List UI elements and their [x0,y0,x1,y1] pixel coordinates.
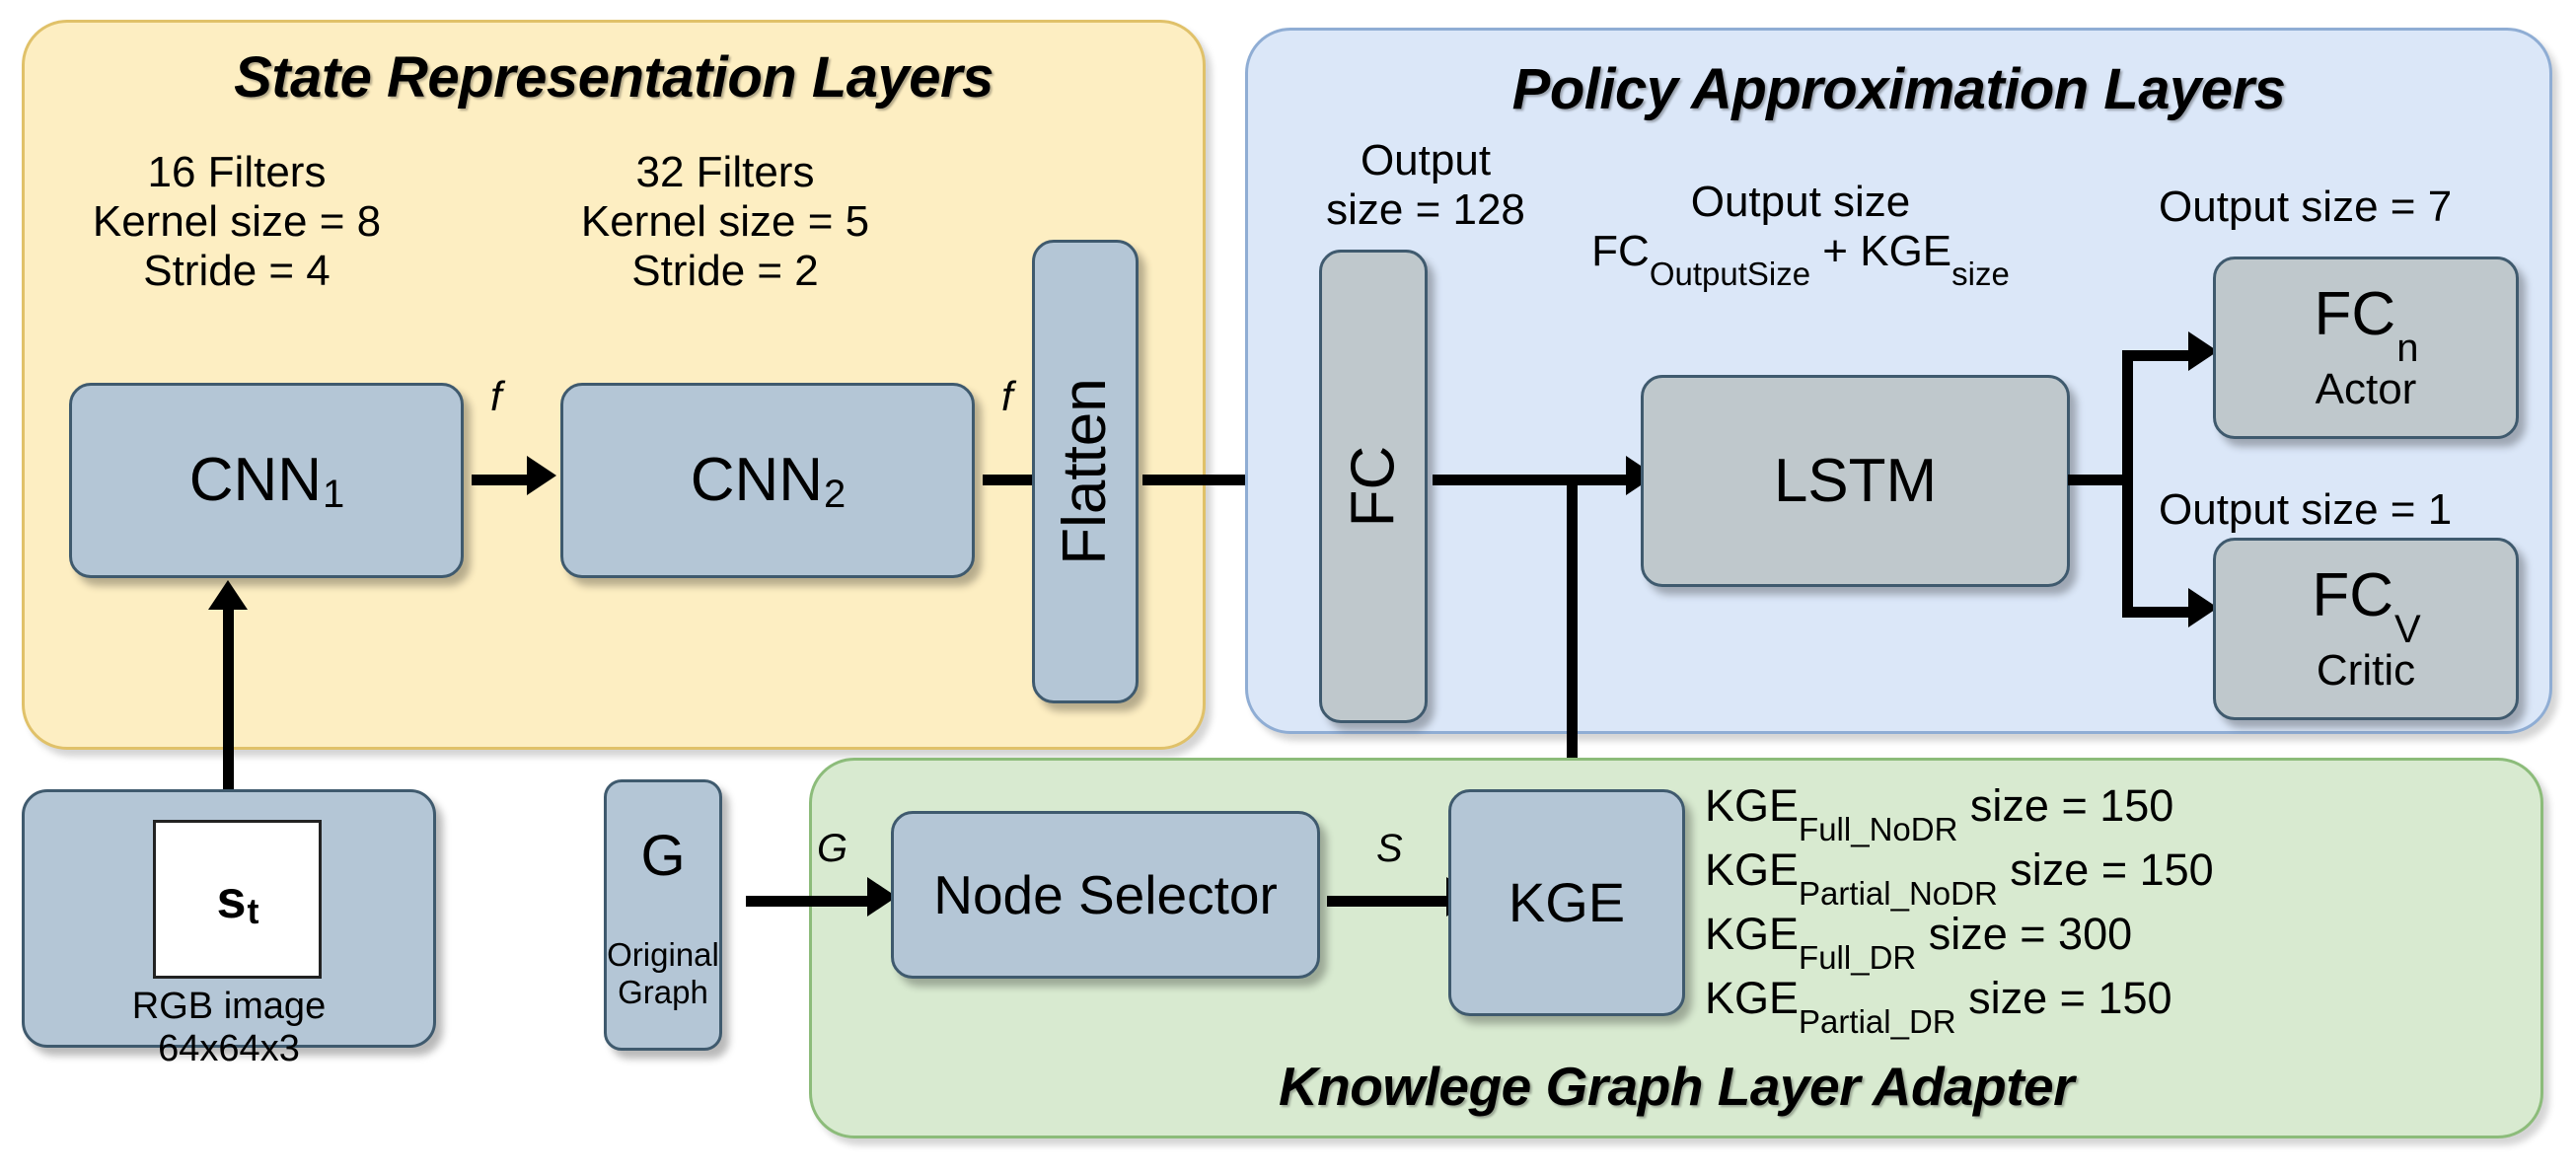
kge-size-value: size = 150 [1957,780,2174,831]
kge-size-row: KGEPartial_DR size = 150 [1705,970,2214,1040]
arrow-lstm-to-actor-line [2122,350,2196,361]
node-critic-role: Critic [2316,646,2416,696]
input-caption: RGB image 64x64x3 [25,986,433,1069]
fc-output-note: Output size = 128 [1283,136,1569,235]
kge-size-row: KGEPartial_NoDR size = 150 [1705,842,2214,912]
node-actor-label: FC [2314,279,2396,348]
node-node-selector-label: Node Selector [933,863,1278,925]
node-fc[interactable]: FC [1319,250,1428,723]
arrow-selector-to-kge-line [1327,896,1451,907]
edge-label-graph-to-selector: G [817,827,848,870]
kge-size-subscript: Full_NoDR [1799,811,1958,847]
node-actor-label-wrap: FCn [2315,283,2419,368]
cnn1-stride: Stride = 4 [143,247,331,296]
kge-size-name: KGE [1705,908,1800,959]
state-symbol: s [216,869,247,929]
edge-label-cnn2-flatten: f [1001,373,1013,419]
kge-size-value: size = 300 [1916,908,2133,959]
node-actor[interactable]: FCn Actor [2213,257,2519,439]
node-critic-label: FC [2312,560,2393,629]
edge-label-cnn1-cnn2: f [490,373,502,419]
kge-size-value: size = 150 [1997,844,2214,895]
node-original-graph-caption-line2: Graph [618,973,708,1010]
node-actor-subscript: n [2396,327,2419,371]
node-flatten-label: Flatten [1051,378,1120,565]
node-critic[interactable]: FCV Critic [2213,538,2519,720]
arrow-cnn2-to-flatten-line [983,475,1040,485]
cnn1-kernel: Kernel size = 8 [92,197,382,247]
cnn2-kernel: Kernel size = 5 [580,197,870,247]
node-original-graph[interactable]: G Original Graph [604,779,722,1051]
state-symbol-subscript: t [247,890,259,931]
cnn2-stride: Stride = 2 [631,247,819,296]
kge-size-list: KGEFull_NoDR size = 150 KGEPartial_NoDR … [1705,777,2214,1040]
arrow-lstm-split-riser [2122,355,2133,618]
lstm-output-note-line2: FCOutputSize + KGEsize [1524,227,2077,292]
critic-output-note: Output size = 1 [2159,485,2453,534]
node-lstm-label: LSTM [1773,446,1938,515]
input-caption-line1: RGB image [131,986,327,1027]
kge-size-name: KGE [1705,844,1800,895]
arrow-flatten-to-fc-line [1142,475,1290,485]
node-cnn1-subscript: 1 [323,473,345,516]
lstm-output-note: Output size FCOutputSize + KGEsize [1524,178,2077,292]
lstm-note-kge: + KGE [1810,227,1952,276]
kge-size-name: KGE [1705,972,1800,1023]
node-node-selector[interactable]: Node Selector [891,811,1320,979]
kge-size-name: KGE [1705,780,1800,831]
arrow-graph-to-selector-line [746,896,872,907]
kge-size-row: KGEFull_DR size = 300 [1705,906,2214,976]
panel-state-title: State Representation Layers [234,45,994,110]
cnn1-filters: 16 Filters [147,148,327,196]
kge-size-row: KGEFull_NoDR size = 150 [1705,777,2214,847]
panel-policy-title: Policy Approximation Layers [1511,57,2286,121]
arrow-fc-to-lstm-line [1433,475,1640,485]
fc-output-note-line2: size = 128 [1326,185,1525,235]
node-critic-subscript: V [2393,608,2421,652]
lstm-note-fc: FC [1591,227,1650,276]
node-fc-label: FC [1339,445,1407,528]
arrow-lstm-split-stem [2068,475,2133,485]
kge-size-subscript: Partial_NoDR [1799,874,1998,912]
cnn2-params: 32 Filters Kernel size = 5 Stride = 2 [548,148,903,296]
arrow-input-to-cnn1-head [208,580,248,610]
kge-size-value: size = 150 [1955,972,2172,1023]
node-kge[interactable]: KGE [1448,789,1685,1016]
kge-size-subscript: Full_DR [1799,938,1917,976]
panel-kg-title: Knowlege Graph Layer Adapter [1278,1056,2075,1117]
arrow-input-to-cnn1-line [223,610,234,789]
lstm-note-kge-sub: size [1951,255,2010,292]
arrow-kge-to-lstm-riser [1567,475,1578,830]
cnn1-params: 16 Filters Kernel size = 8 Stride = 4 [59,148,414,296]
arrow-cnn1-to-cnn2-line [472,475,529,485]
edge-label-selector-to-kge: S [1376,827,1403,870]
node-kge-label: KGE [1508,871,1626,933]
node-lstm[interactable]: LSTM [1641,375,2070,587]
input-caption-line2: 64x64x3 [158,1027,300,1069]
node-critic-label-wrap: FCV [2312,564,2420,649]
node-original-graph-caption: Original Graph [607,936,719,1011]
node-cnn2-subscript: 2 [824,473,846,516]
node-flatten[interactable]: Flatten [1032,240,1139,703]
node-cnn1-label: CNN [188,446,323,514]
node-actor-role: Actor [2315,365,2417,414]
arrow-cnn1-to-cnn2-head [527,456,556,495]
node-original-graph-symbol: G [640,823,686,888]
node-cnn2-label: CNN [690,446,824,514]
lstm-note-fc-sub: OutputSize [1649,255,1811,292]
lstm-output-note-line1: Output size [1690,178,1911,226]
cnn2-filters: 32 Filters [635,148,815,196]
actor-output-note: Output size = 7 [2159,183,2453,231]
fc-output-note-line1: Output [1360,136,1492,184]
arrow-lstm-to-critic-line [2122,607,2196,618]
node-original-graph-caption-line1: Original [607,935,719,973]
kge-size-subscript: Partial_DR [1799,1002,1956,1040]
